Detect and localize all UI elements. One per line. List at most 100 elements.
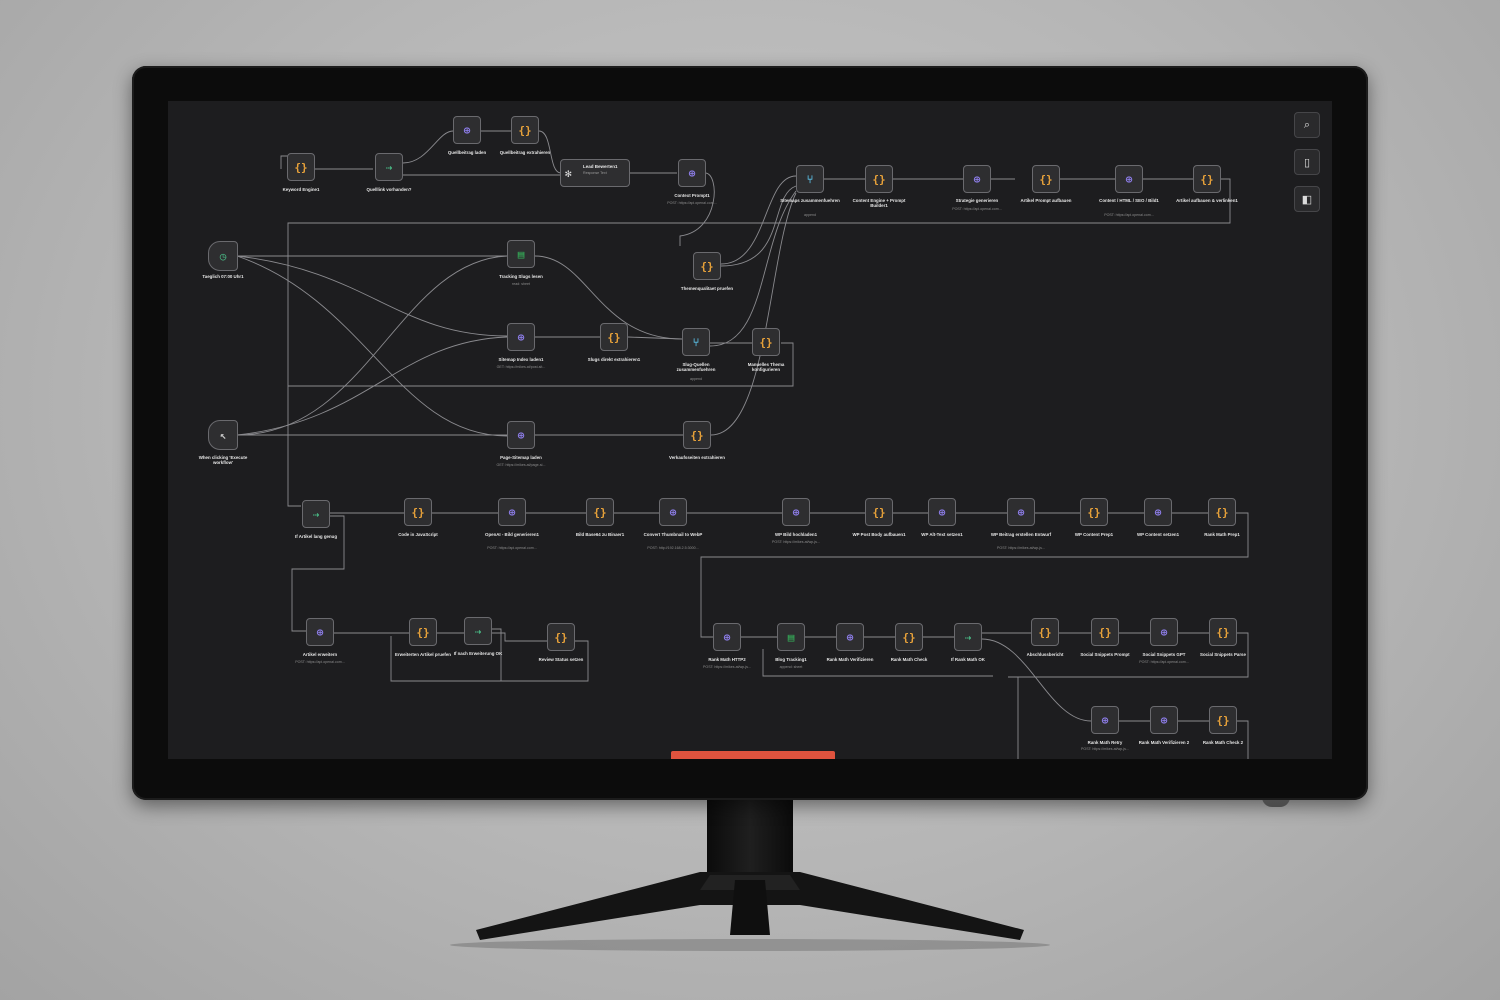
wp-beitrag-node[interactable]: ⊕: [1007, 498, 1035, 526]
node-label: Social Snippets GPT: [1142, 652, 1186, 657]
globe-icon: ⊕: [669, 505, 677, 519]
merge-icon: ⑂: [806, 172, 814, 186]
node-subtitle: append: sheet: [779, 665, 803, 669]
keyword-engine-node[interactable]: {}: [287, 153, 315, 181]
page-sitemap-node[interactable]: ⊕: [507, 421, 535, 449]
globe-icon: ⊕: [1160, 625, 1168, 639]
if-icon: ⇢: [474, 624, 482, 638]
node-label: Social Snippets Parse: [1200, 652, 1246, 657]
node-subtitle: POST: https://api.openai.com...: [1104, 213, 1154, 217]
rank-math-check-2-node[interactable]: {}: [1209, 706, 1237, 734]
rank-math-retry-node[interactable]: ⊕: [1091, 706, 1119, 734]
node-label: Sitemap Index laden1: [498, 357, 544, 362]
manual-trigger-node[interactable]: ↖: [208, 420, 238, 450]
if-icon: ⇢: [312, 507, 320, 521]
slug-quellen-node[interactable]: ⑂: [682, 328, 710, 356]
node-label: Strategie generieren: [955, 198, 999, 203]
artikel-prompt-node[interactable]: {}: [1032, 165, 1060, 193]
if-nach-erweiterung-node[interactable]: ⇢: [464, 617, 492, 645]
node-label: Quellbeitrag laden: [447, 150, 487, 155]
wp-content-setzen-node[interactable]: ⊕: [1144, 498, 1172, 526]
lead-bewerten-node[interactable]: ✻ Lead Bewerten1 Response Text: [560, 159, 630, 187]
globe-icon: ⊕: [846, 630, 854, 644]
node-label: Quellbeitrag extrahieren: [499, 150, 551, 155]
node-subtitle: POST: http://192.168.2.5:3000...: [647, 546, 699, 550]
review-status-node[interactable]: {}: [547, 623, 575, 651]
slugs-direkt-node[interactable]: {}: [600, 323, 628, 351]
themenqualitaet-node[interactable]: {}: [693, 252, 721, 280]
code-icon: {}: [1200, 172, 1214, 186]
daily-trigger-node[interactable]: ◷: [208, 241, 238, 271]
code-icon: {}: [294, 160, 308, 174]
bild-base64-node[interactable]: {}: [586, 498, 614, 526]
social-snippets-prompt-node[interactable]: {}: [1091, 618, 1119, 646]
sitemaps-zusammenfuehren-node[interactable]: ⑂: [796, 165, 824, 193]
code-icon: {}: [902, 630, 916, 644]
social-snippets-gpt-node[interactable]: ⊕: [1150, 618, 1178, 646]
node-label: Artikel aufbauen & verlinken1: [1176, 198, 1238, 203]
code-javascript-node[interactable]: {}: [404, 498, 432, 526]
node-subtitle: POST: https://mikes.at/wp-js...: [772, 540, 820, 544]
code-icon: {}: [518, 123, 532, 137]
search-button[interactable]: ⌕: [1294, 112, 1320, 138]
quellbeitrag-laden-node[interactable]: ⊕: [453, 116, 481, 144]
verkaufsseiten-node[interactable]: {}: [683, 421, 711, 449]
blog-tracking-node[interactable]: ▤: [777, 623, 805, 651]
rank-math-http-node[interactable]: ⊕: [713, 623, 741, 651]
globe-icon: ⊕: [792, 505, 800, 519]
node-subtitle: POST: https://api.openai.com...: [1139, 660, 1189, 664]
globe-icon: ⊕: [316, 625, 324, 639]
panel-toggle-button[interactable]: ◧: [1294, 186, 1320, 212]
wp-alt-text-node[interactable]: ⊕: [928, 498, 956, 526]
execute-workflow-button[interactable]: [671, 751, 835, 759]
if-rank-math-ok-node[interactable]: ⇢: [954, 623, 982, 651]
node-label: WP Beitrag erstellen Entwurf: [990, 532, 1052, 537]
node-label: Sitemaps zusammenfuehren: [780, 198, 840, 203]
artikel-erweitern-node[interactable]: ⊕: [306, 618, 334, 646]
tracking-slugs-node[interactable]: ▤: [507, 240, 535, 268]
node-subtitle: POST: https://api.openai.com...: [487, 546, 537, 550]
social-snippets-parse-node[interactable]: {}: [1209, 618, 1237, 646]
workflow-canvas[interactable]: {} Keyword Engine1 ⇢ Quelllink vorhanden…: [168, 101, 1332, 759]
node-label: Verkaufsseiten extrahieren: [669, 455, 725, 460]
quelllink-vorhanden-node[interactable]: ⇢: [375, 153, 403, 181]
strategie-generieren-node[interactable]: ⊕: [963, 165, 991, 193]
node-label: Content Engine + Prompt Builder1: [852, 198, 906, 208]
node-label: Taeglich 07:00 Uhr1: [202, 274, 244, 279]
quellbeitrag-extrahieren-node[interactable]: {}: [511, 116, 539, 144]
if-artikel-lang-node[interactable]: ⇢: [302, 500, 330, 528]
rank-math-verifizieren-2-node[interactable]: ⊕: [1150, 706, 1178, 734]
content-html-seo-node[interactable]: ⊕: [1115, 165, 1143, 193]
notes-button[interactable]: ▯: [1294, 149, 1320, 175]
wp-post-body-node[interactable]: {}: [865, 498, 893, 526]
clock-icon: ◷: [219, 249, 227, 263]
code-icon: {}: [1216, 625, 1230, 639]
node-label: Rank Math Check: [890, 657, 928, 662]
node-label: Social Snippets Prompt: [1080, 652, 1130, 657]
openai-bild-node[interactable]: ⊕: [498, 498, 526, 526]
context-prompt-node[interactable]: ⊕: [678, 159, 706, 187]
rank-math-check-node[interactable]: {}: [895, 623, 923, 651]
notes-icon: ▯: [1303, 156, 1311, 169]
node-label: If nach Erweiterung OK: [453, 651, 503, 656]
globe-icon: ⊕: [1154, 505, 1162, 519]
wp-bild-node[interactable]: ⊕: [782, 498, 810, 526]
wp-content-prep-node[interactable]: {}: [1080, 498, 1108, 526]
abschlussbericht-node[interactable]: {}: [1031, 618, 1059, 646]
artikel-aufbauen-node[interactable]: {}: [1193, 165, 1221, 193]
node-label: Rank Math Retry: [1087, 740, 1123, 745]
content-engine-node[interactable]: {}: [865, 165, 893, 193]
merge-icon: ⑂: [692, 335, 700, 349]
node-label: Page-Sitemap laden: [500, 455, 542, 460]
node-label: If Artikel lang genug: [294, 534, 338, 539]
node-label: Code in JavaScript: [398, 532, 438, 537]
erweiterten-artikel-node[interactable]: {}: [409, 618, 437, 646]
rank-math-verifizieren-node[interactable]: ⊕: [836, 623, 864, 651]
manuelles-thema-node[interactable]: {}: [752, 328, 780, 356]
globe-icon: ⊕: [517, 428, 525, 442]
code-icon: {}: [690, 428, 704, 442]
sitemap-index-node[interactable]: ⊕: [507, 323, 535, 351]
convert-thumbnail-node[interactable]: ⊕: [659, 498, 687, 526]
rank-math-prep-node[interactable]: {}: [1208, 498, 1236, 526]
